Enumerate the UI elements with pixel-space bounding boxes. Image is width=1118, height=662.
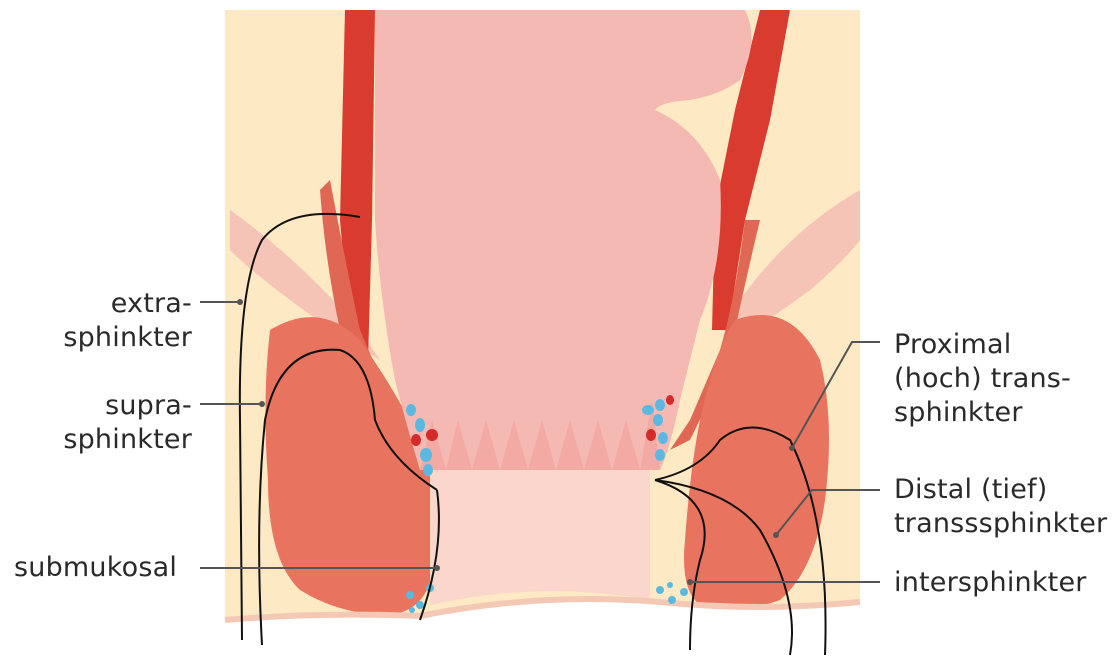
label-suprasphincteric: supra- sphinkter	[20, 389, 192, 457]
label-proximal-transsphincteric: Proximal (hoch) trans- sphinkter	[894, 328, 1071, 430]
label-submucosal: submukosal	[14, 551, 177, 585]
anal-canal	[430, 470, 650, 605]
label-extrasphincteric: extra- sphinkter	[20, 287, 192, 355]
label-distal-transsphincteric: Distal (tief) transssphinkter	[894, 473, 1107, 541]
label-intersphincteric: intersphinkter	[894, 566, 1087, 600]
